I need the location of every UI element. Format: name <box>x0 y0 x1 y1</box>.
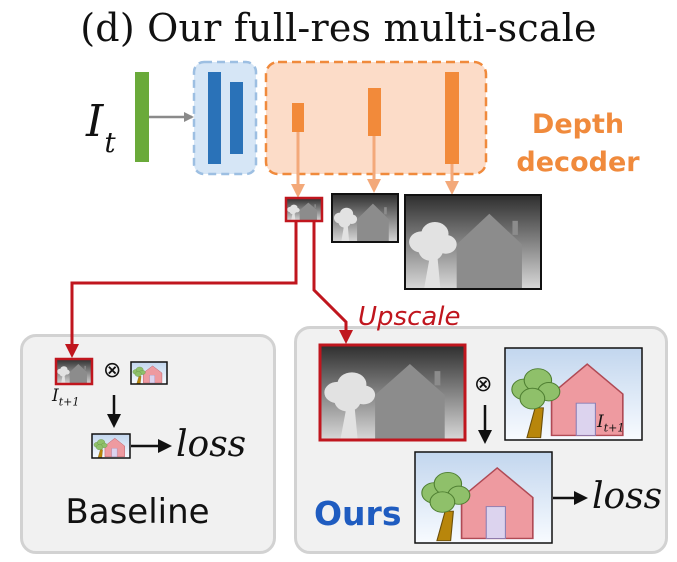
decoder-bar-2 <box>368 88 381 136</box>
decoder-bar-3 <box>445 72 459 164</box>
encoder-bar-2 <box>230 82 243 154</box>
input-frame-bar <box>135 72 149 162</box>
ours-loss-label: loss <box>592 476 663 517</box>
baseline-label: Baseline <box>65 492 210 532</box>
depth-output-large <box>404 194 542 290</box>
encoder-bar-1 <box>208 72 221 164</box>
baseline-otimes: ⊗ <box>103 358 122 383</box>
ours-next-frame-label: It+1 <box>597 412 625 435</box>
depth-output-small <box>284 196 324 223</box>
input-frame-label: It <box>86 96 116 159</box>
depth-decoder-label: Depth decoder <box>516 109 640 178</box>
ours-path-arrow <box>312 221 353 344</box>
ours-next-frame <box>504 347 643 441</box>
depth-output-medium <box>331 193 399 243</box>
ours-warped-frame <box>414 451 553 544</box>
baseline-path-arrow <box>65 221 298 358</box>
decoder-bar-1 <box>292 103 304 132</box>
figure-title: (d) Our full-res multi-scale <box>80 6 597 50</box>
encoder-box <box>192 60 258 176</box>
baseline-next-frame-label: It+1 <box>52 386 80 409</box>
ours-otimes: ⊗ <box>474 372 493 397</box>
ours-upscaled-depth <box>318 343 467 442</box>
baseline-warped-thumb <box>91 433 131 459</box>
baseline-loss-label: loss <box>176 424 247 465</box>
baseline-depth-thumb <box>54 357 94 386</box>
upscale-label: Upscale <box>358 302 461 332</box>
baseline-frame-thumb <box>130 361 168 385</box>
ours-label: Ours <box>314 494 402 533</box>
